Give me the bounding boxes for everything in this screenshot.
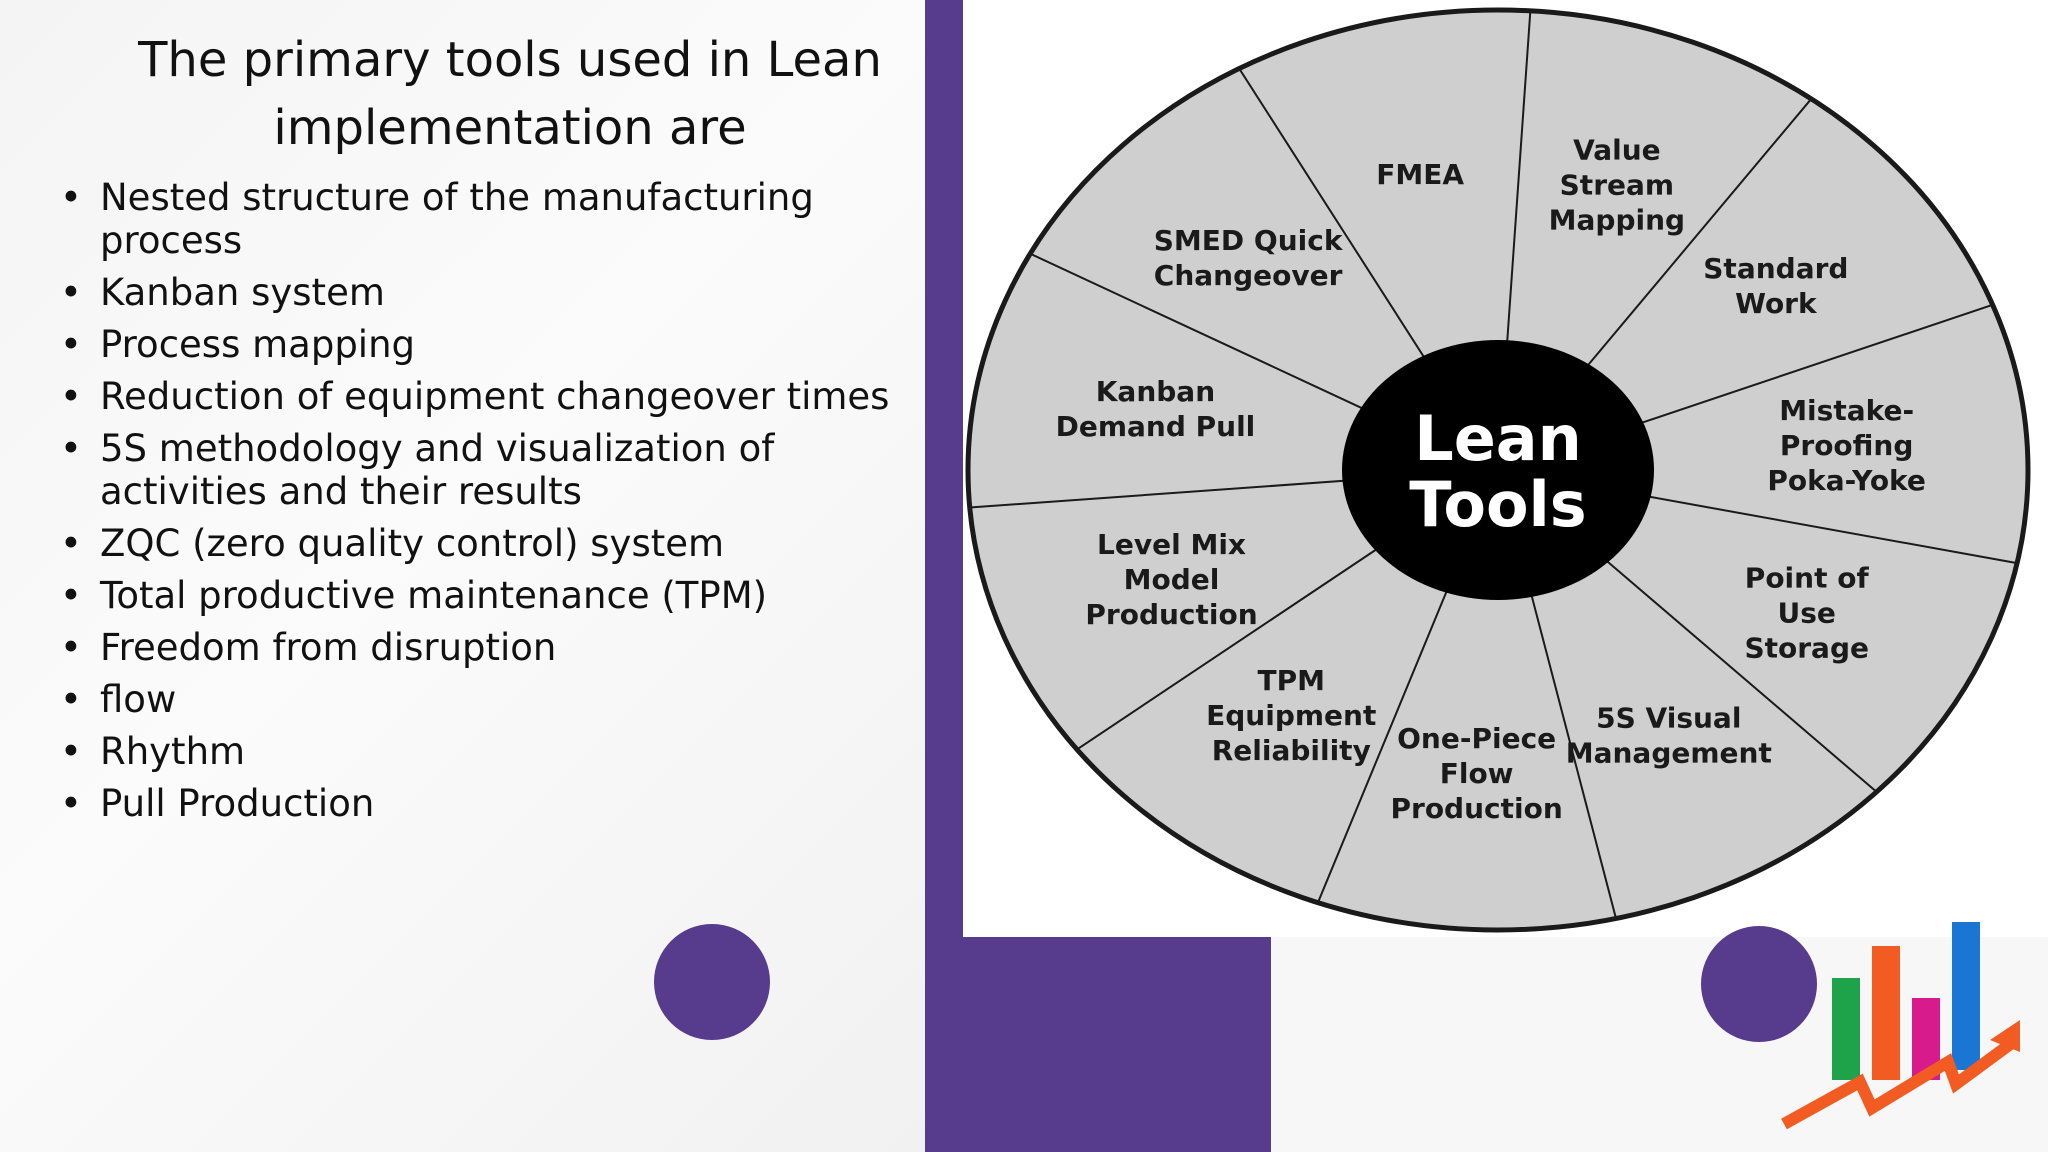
- bullet-item: • Freedom from disruption: [60, 626, 940, 669]
- bullet-text: Nested structure of the manufacturing pr…: [100, 176, 814, 262]
- growth-chart-logo: [1781, 922, 2020, 1130]
- bullet-dot-icon: •: [60, 574, 82, 617]
- bullet-text: Freedom from disruption: [100, 626, 557, 669]
- bullet-dot-icon: •: [60, 626, 82, 669]
- logo-bar-green: [1832, 978, 1860, 1080]
- bullet-text: ZQC (zero quality control) system: [100, 522, 725, 565]
- bullet-dot-icon: •: [60, 323, 82, 366]
- bullet-item: • 5S methodology and visualization of act…: [60, 427, 940, 513]
- bullet-dot-icon: •: [60, 782, 82, 825]
- bullet-dot-icon: •: [60, 522, 82, 565]
- bullet-item: • Total productive maintenance (TPM): [60, 574, 940, 617]
- logo-arrow-head: [1990, 1020, 2020, 1052]
- bullet-text: 5S methodology and visualization of acti…: [100, 427, 775, 513]
- bullet-item: • Reduction of equipment changeover times: [60, 375, 940, 418]
- purple-circle-decoration-left: [654, 924, 770, 1040]
- bullet-item: • Rhythm: [60, 730, 940, 773]
- bullet-item: • Kanban system: [60, 271, 940, 314]
- bullet-text: Total productive maintenance (TPM): [100, 574, 768, 617]
- purple-block-decoration: [925, 937, 1271, 1152]
- bullet-text: Kanban system: [100, 271, 385, 314]
- bullet-item: • Process mapping: [60, 323, 940, 366]
- bullet-dot-icon: •: [60, 427, 82, 470]
- bullet-list: • Nested structure of the manufacturing p…: [60, 176, 940, 834]
- logo-arrow: [1781, 1029, 2020, 1130]
- bullet-dot-icon: •: [60, 176, 82, 219]
- bullet-item: • Nested structure of the manufacturing p…: [60, 176, 940, 262]
- bullet-item: • ZQC (zero quality control) system: [60, 522, 940, 565]
- logo-bar-blue: [1952, 922, 1980, 1070]
- bullet-text: Process mapping: [100, 323, 416, 366]
- bullet-item: • flow: [60, 678, 940, 721]
- bullet-dot-icon: •: [60, 678, 82, 721]
- bullet-dot-icon: •: [60, 730, 82, 773]
- logo-bar-orange: [1872, 946, 1900, 1080]
- bullet-text: flow: [100, 678, 177, 721]
- lean-tools-image-panel: [963, 0, 2048, 937]
- slide-title: The primary tools used in Lean implement…: [138, 32, 882, 156]
- slide-background: [0, 0, 925, 1152]
- purple-circle-decoration-right: [1701, 926, 1817, 1042]
- bullet-item: • Pull Production: [60, 782, 940, 825]
- bullet-text: Reduction of equipment changeover times: [100, 375, 890, 418]
- bullet-dot-icon: •: [60, 271, 82, 314]
- bullet-dot-icon: •: [60, 375, 82, 418]
- bullet-text: Rhythm: [100, 730, 246, 773]
- bullet-text: Pull Production: [100, 782, 375, 825]
